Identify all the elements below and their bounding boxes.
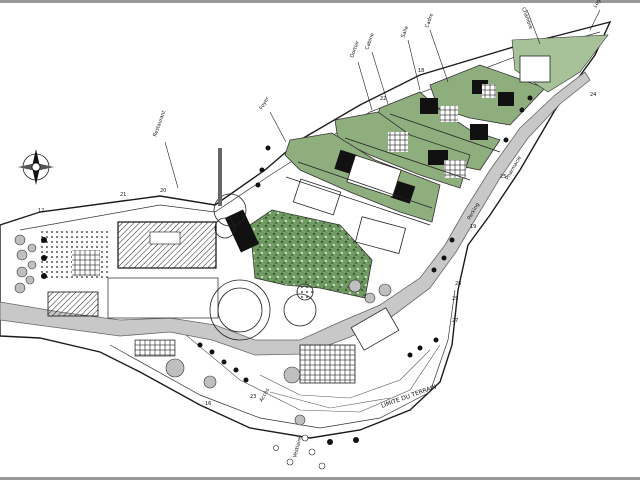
- spot-height-label: 23: [250, 394, 256, 400]
- top-border: [0, 0, 640, 3]
- building-outline: [292, 178, 342, 216]
- contour-line: [179, 329, 441, 413]
- building-outline: [346, 154, 402, 198]
- hatched-block: [47, 291, 99, 317]
- dark-trees: [41, 95, 533, 445]
- small-trees-bottom: [273, 434, 326, 470]
- chimney: [218, 148, 222, 206]
- outline-block: [107, 277, 219, 319]
- access-road: [0, 71, 591, 356]
- main-building-courtyard: [149, 231, 181, 245]
- spot-height-label: 28: [455, 281, 461, 287]
- building-grid: [440, 106, 458, 122]
- building-outline: [350, 307, 400, 351]
- circular-plazas: [209, 193, 317, 341]
- contour-line: [259, 349, 431, 399]
- compass-rose-icon: [18, 149, 54, 185]
- building-grid: [482, 84, 496, 98]
- bottom-border: [0, 477, 640, 480]
- spot-height-label: 21: [120, 192, 126, 198]
- spot-height-label: 12: [38, 208, 44, 214]
- spot-height-label: 19: [470, 224, 476, 230]
- spot-height-label: 18: [418, 68, 424, 74]
- spot-height-label: 29: [452, 296, 458, 302]
- annotation-lines: [164, 9, 601, 205]
- vestiaire-label: Vestiaire: [292, 436, 303, 458]
- logement-label: Logement: [593, 0, 611, 9]
- small-block: [134, 339, 176, 357]
- grid-block: [72, 250, 100, 276]
- building: [498, 92, 514, 106]
- spot-heights: 12 21 20 25 22 24 19 23 18 27 28 16 29: [38, 68, 596, 407]
- chambre-label: Chambre: [520, 7, 533, 30]
- spot-height-label: 27: [452, 318, 458, 324]
- spot-height-label: 20: [160, 188, 166, 194]
- building: [470, 124, 488, 140]
- terrace-rows: [285, 113, 501, 226]
- building: [224, 209, 260, 253]
- building-outline: [354, 216, 407, 254]
- cabine-label: Cabine: [364, 32, 376, 50]
- salle-label: Salle: [400, 25, 410, 38]
- spot-height-label: 25: [500, 174, 506, 180]
- tree-circles: [14, 234, 392, 426]
- main-building: [117, 221, 217, 269]
- building: [390, 180, 416, 204]
- building-outline: [519, 55, 551, 83]
- contour-line: [109, 289, 456, 429]
- cadre-label: Cadre: [424, 13, 435, 29]
- restaurant-label: Restaurant: [152, 110, 167, 138]
- spot-height-label: 16: [205, 401, 211, 407]
- building: [420, 98, 438, 114]
- building-grid: [388, 132, 408, 152]
- spot-height-label: 22: [380, 96, 386, 102]
- dortoir-label: Dortoir: [349, 39, 361, 58]
- foyer-label: Foyer: [259, 95, 272, 111]
- contour-line: [269, 391, 391, 409]
- building: [428, 150, 448, 165]
- building-grid: [299, 344, 356, 384]
- spot-height-label: 24: [590, 92, 596, 98]
